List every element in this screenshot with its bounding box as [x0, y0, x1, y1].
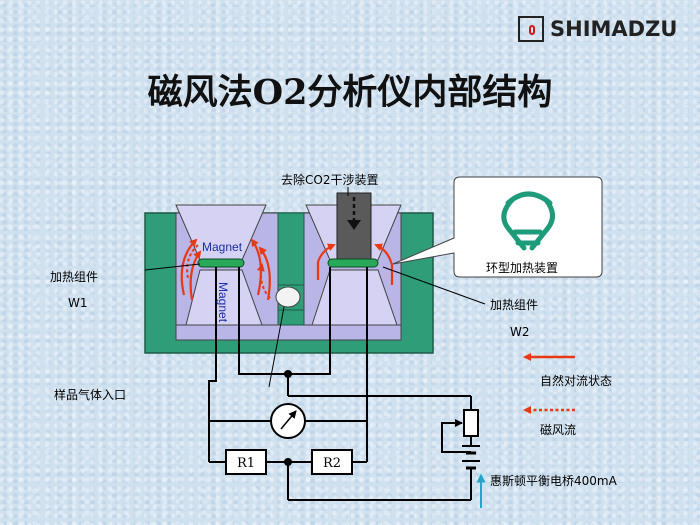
co2-dryer-label: 去除CO2干涉装置: [281, 173, 379, 187]
logo-text: SHIMADZU: [550, 17, 678, 41]
legend-natural-convection-label: 自然对流状态: [540, 374, 613, 388]
resistor-r2: [311, 449, 353, 475]
sensor-housing: [144, 204, 434, 354]
r2-label: R2: [323, 456, 341, 471]
magnet-label-vertical: Magnet: [216, 282, 230, 323]
w2-label: W2: [510, 325, 530, 339]
logo-mark-icon: [518, 16, 544, 42]
magnet-label-top: Magnet: [202, 240, 243, 254]
resistor-r1: [225, 449, 267, 475]
bridge-circuit: [208, 267, 472, 501]
heater-w2: [327, 258, 379, 268]
magnetic-wind-arrows: [186, 244, 271, 299]
r1-label: R1: [237, 456, 255, 471]
battery-icon: [462, 445, 480, 475]
sample-inlet-port: [275, 286, 301, 308]
heater-right-label: 加热组件: [490, 298, 539, 312]
ring-heater-icon: [501, 191, 555, 251]
heater-left-label: 加热组件: [50, 270, 99, 284]
shimadzu-logo: SHIMADZU: [518, 14, 677, 44]
ring-heater-label: 环型加热装置: [486, 261, 559, 275]
co2-dryer-block: [336, 192, 372, 262]
page-title: 磁风法O2分析仪内部结构: [147, 72, 553, 113]
heater-w1: [197, 258, 245, 268]
legend-magnetic-wind-label: 磁风流: [540, 423, 577, 437]
legend: [523, 353, 575, 414]
galvanometer-icon: [270, 403, 306, 439]
bridge-label: 惠斯顿平衡电桥400mA: [490, 474, 617, 488]
ring-heater-callout: [392, 176, 603, 278]
potentiometer-icon: [452, 409, 479, 437]
w1-label: W1: [68, 296, 88, 310]
sample-inlet-label: 样品气体入口: [54, 388, 127, 402]
